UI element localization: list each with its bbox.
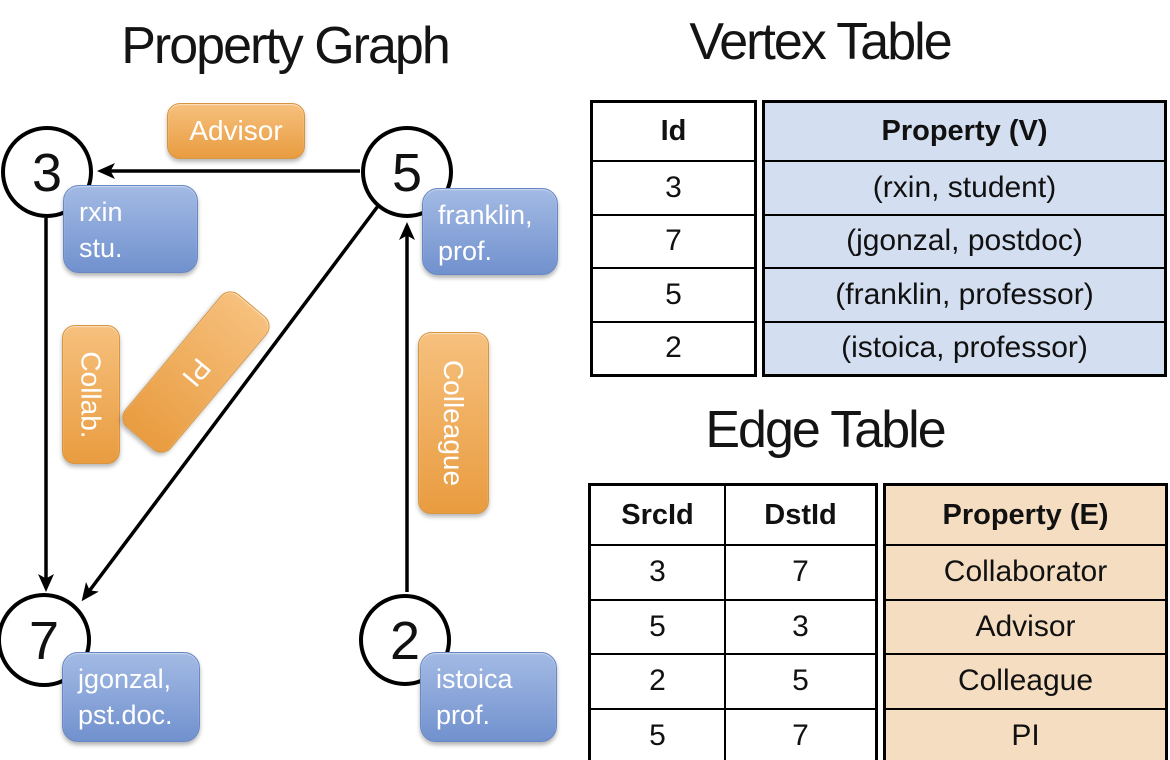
edge-table: SrcId DstId 3 7 5 3 2 5 5 7 Property (E)… <box>588 483 1168 760</box>
table-cell: Collaborator <box>886 544 1165 599</box>
table-cell: 2 <box>591 653 724 708</box>
table-cell: 7 <box>724 707 875 760</box>
table-cell: 5 <box>591 598 724 654</box>
edge-label-advisor-text: Advisor <box>189 115 283 146</box>
graph-canvas: 3 5 7 2 <box>0 126 453 687</box>
edge-table-header-property: Property (E) <box>942 498 1109 531</box>
table-cell: (jgonzal, postdoc) <box>765 213 1164 268</box>
table-cell: 5 <box>593 267 754 321</box>
edge-table-header-srcid: SrcId <box>621 498 694 531</box>
vertex-box-istoica: istoica prof. <box>420 652 557 742</box>
vertex-box-jgonzal-line1: jgonzal, <box>78 664 172 694</box>
vertex-table-property-column: Property (V) (rxin, student) (jgonzal, p… <box>762 100 1167 377</box>
vertex-box-rxin-line1: rxin <box>79 197 123 227</box>
edge-pi-5-to-7 <box>81 204 380 602</box>
edge-label-advisor: Advisor <box>167 103 305 159</box>
property-graph-title: Property Graph <box>121 17 451 75</box>
edge-table-title: Edge Table <box>705 401 946 459</box>
table-cell: (rxin, student) <box>765 160 1164 214</box>
vertex-table-header-property: Property (V) <box>881 115 1048 147</box>
table-cell: PI <box>886 707 1165 760</box>
vertex-table-header-id: Id <box>660 115 687 147</box>
vertex-table-id-column: Id 3 7 5 2 <box>590 100 757 377</box>
edge-table-src-dst-columns: SrcId DstId 3 7 5 3 2 5 5 7 <box>588 483 878 760</box>
edge-label-collab-text: Collab. <box>76 350 108 439</box>
edge-label-collab: Collab. <box>62 325 120 464</box>
vertex-box-franklin-line1: franklin, <box>438 200 533 230</box>
node-id-3: 3 <box>32 143 62 203</box>
vertex-box-istoica-line1: istoica <box>436 664 513 694</box>
table-cell: 2 <box>593 320 754 375</box>
edge-label-colleague: Colleague <box>418 332 489 514</box>
node-id-7: 7 <box>29 611 59 671</box>
edge-label-pi-text: PI <box>176 352 217 393</box>
edge-label-colleague-text: Colleague <box>438 359 470 487</box>
table-cell: 3 <box>724 598 875 653</box>
table-cell: 5 <box>724 653 875 708</box>
table-cell: 5 <box>591 707 724 760</box>
table-cell: 7 <box>593 213 754 268</box>
table-cell: (franklin, professor) <box>765 267 1164 321</box>
table-cell: 3 <box>591 544 724 599</box>
node-id-5: 5 <box>392 143 422 203</box>
node-id-2: 2 <box>390 611 420 671</box>
vertex-box-franklin-line2: prof. <box>438 235 493 266</box>
table-cell: 3 <box>593 160 754 214</box>
table-cell: Colleague <box>886 653 1165 708</box>
edge-table-header-dstid: DstId <box>724 486 875 544</box>
table-cell: 7 <box>724 544 875 599</box>
vertex-box-jgonzal: jgonzal, pst.doc. <box>62 652 200 742</box>
table-cell: (istoica, professor) <box>765 320 1164 375</box>
vertex-box-franklin: franklin, prof. <box>422 188 558 275</box>
vertex-table: Id 3 7 5 2 Property (V) (rxin, student) … <box>590 100 1167 377</box>
table-cell: Advisor <box>886 598 1165 654</box>
vertex-box-istoica-line2: prof. <box>436 699 491 730</box>
vertex-box-rxin: rxin stu. <box>63 185 198 273</box>
vertex-box-jgonzal-line2: pst.doc. <box>78 699 173 730</box>
vertex-table-title: Vertex Table <box>689 13 952 71</box>
edge-table-property-column: Property (E) Collaborator Advisor Collea… <box>883 483 1168 760</box>
vertex-box-rxin-line2: stu. <box>79 232 123 263</box>
